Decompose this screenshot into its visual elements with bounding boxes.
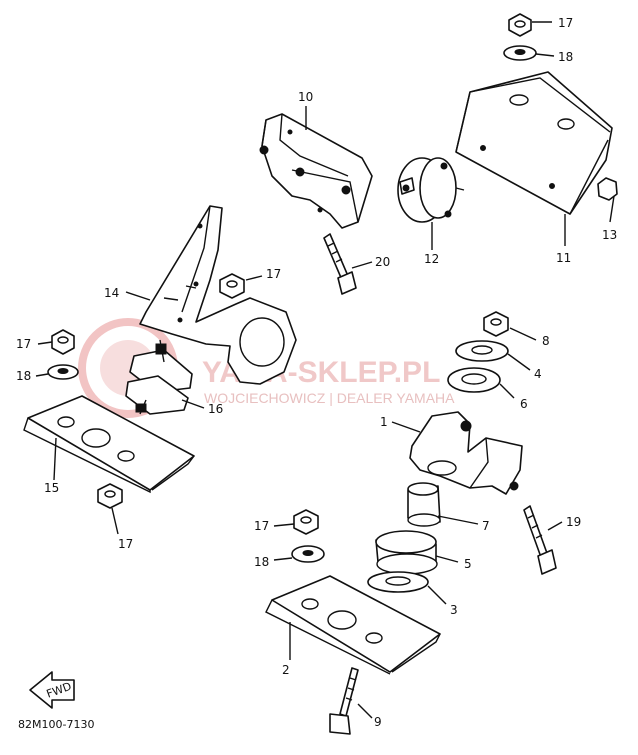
callout-17: 17 — [266, 267, 281, 281]
callout-12: 12 — [424, 252, 439, 266]
callout-9: 9 — [374, 715, 382, 729]
part-2-plate — [265, 575, 441, 675]
callout-20: 20 — [375, 255, 390, 269]
callout-5: 5 — [464, 557, 472, 571]
callout-16: 16 — [208, 402, 223, 416]
part-11-cover — [455, 71, 613, 215]
callout-17: 17 — [254, 519, 269, 533]
callout-3: 3 — [450, 603, 458, 617]
part-8-nut — [483, 311, 509, 337]
part-4-washer — [455, 340, 509, 362]
part-10-bracket — [259, 113, 373, 229]
part-17-nut-lower-left — [97, 483, 123, 509]
part-9-bolt — [329, 667, 359, 735]
callout-10: 10 — [298, 90, 313, 104]
part-20-bolt — [323, 233, 357, 295]
fwd-arrow-icon: FWD — [29, 671, 75, 709]
callout-6: 6 — [520, 397, 528, 411]
part-3-washer — [367, 571, 429, 593]
leader-lines — [35, 21, 615, 719]
callout-17: 17 — [118, 537, 133, 551]
callout-18: 18 — [254, 555, 269, 569]
callout-4: 4 — [534, 367, 542, 381]
part-18-washer-left — [47, 364, 79, 380]
part-18-washer-top — [503, 45, 537, 61]
diagram-code: 82M100-7130 — [18, 718, 94, 731]
callout-2: 2 — [282, 663, 290, 677]
part-15-plate — [23, 395, 195, 494]
part-5-rubber — [375, 530, 438, 575]
callout-13: 13 — [602, 228, 617, 242]
callout-19: 19 — [566, 515, 581, 529]
part-17-nut-mid — [219, 273, 245, 299]
callout-7: 7 — [482, 519, 490, 533]
callout-18: 18 — [558, 50, 573, 64]
part-12-damper — [397, 157, 465, 223]
callout-14: 14 — [104, 286, 119, 300]
part-17-nut-lower — [293, 509, 319, 535]
callout-8: 8 — [542, 334, 550, 348]
part-6-cushion — [447, 367, 501, 393]
part-14-bracket — [139, 205, 297, 385]
callout-11: 11 — [556, 251, 571, 265]
callout-1: 1 — [380, 415, 388, 429]
callouts: 17 18 13 11 12 10 20 17 14 17 18 16 15 1… — [16, 16, 617, 729]
part-17-nut-left — [51, 329, 75, 355]
callout-18: 18 — [16, 369, 31, 383]
part-16-mount — [125, 339, 193, 415]
callout-17: 17 — [16, 337, 31, 351]
part-7-collar — [407, 482, 441, 527]
part-13-nut — [597, 177, 618, 201]
part-18-washer-lower — [291, 545, 325, 563]
callout-17: 17 — [558, 16, 573, 30]
part-19-bolt — [523, 505, 557, 575]
part-1-bracket — [409, 411, 523, 495]
callout-15: 15 — [44, 481, 59, 495]
part-17-nut-top — [508, 13, 532, 37]
watermark-dealer: WOJCIECHOWICZ | DEALER YAMAHA — [204, 390, 455, 406]
